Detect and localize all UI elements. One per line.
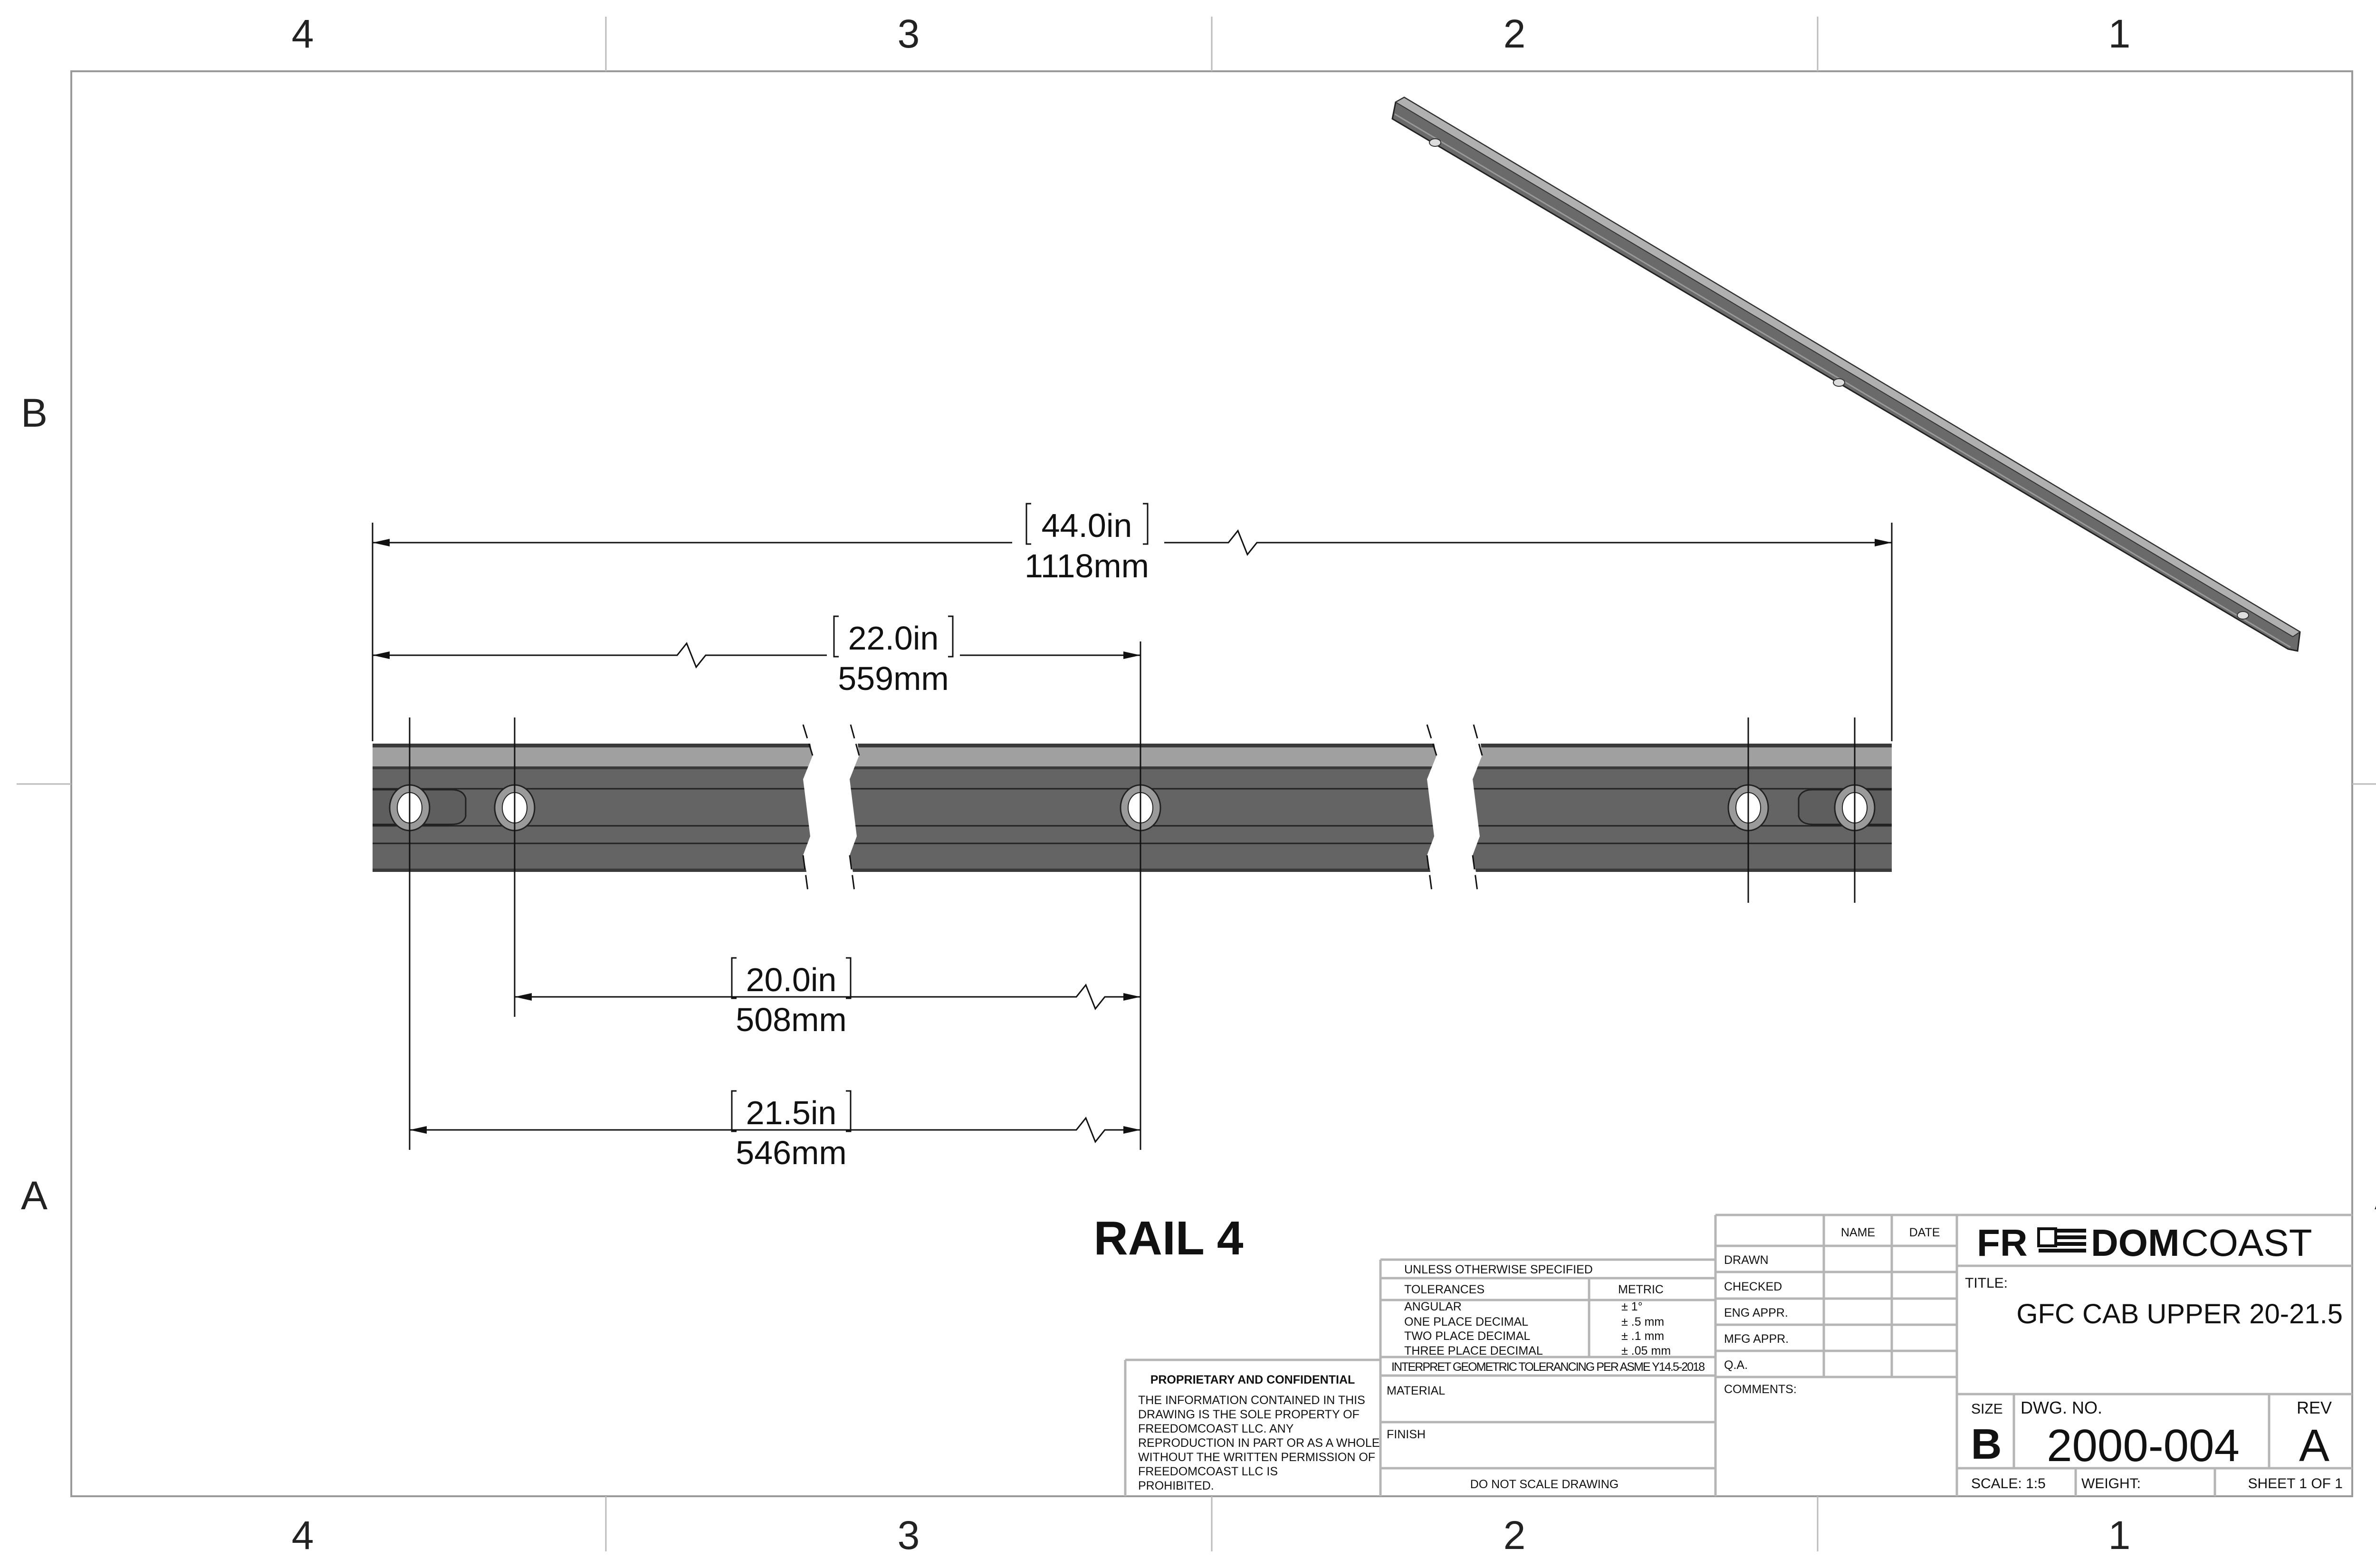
proprietary-text: REPRODUCTION IN PART OR AS A WHOLE bbox=[1138, 1436, 1380, 1450]
dimension-inch: 44.0in bbox=[1042, 507, 1132, 544]
tolerance-heading: UNLESS OTHERWISE SPECIFIED bbox=[1404, 1263, 1593, 1276]
zone-col-label: 4 bbox=[292, 1513, 314, 1558]
dimension-mm: 559mm bbox=[838, 660, 948, 697]
drawing-number: 2000-004 bbox=[2047, 1420, 2240, 1471]
dimension-inch: 20.0in bbox=[746, 961, 837, 998]
view-label: RAIL 4 bbox=[1094, 1212, 1244, 1265]
tolerance-label: ONE PLACE DECIMAL bbox=[1404, 1315, 1528, 1329]
dwg-no-label: DWG. NO. bbox=[2021, 1398, 2102, 1417]
do-not-scale-note: DO NOT SCALE DRAWING bbox=[1470, 1478, 1619, 1491]
zone-col-label: 1 bbox=[2108, 1513, 2131, 1558]
title-label: TITLE: bbox=[1965, 1275, 2008, 1291]
tolerance-value: ± .05 mm bbox=[1621, 1344, 1671, 1358]
zone-row-label: A bbox=[21, 1173, 48, 1218]
finish-label: FINISH bbox=[1387, 1428, 1426, 1441]
dimension-mm: 508mm bbox=[736, 1001, 846, 1038]
zone-col-label: 4 bbox=[292, 11, 314, 56]
logo-text: DOM bbox=[2091, 1222, 2180, 1264]
size-value: B bbox=[1971, 1421, 2002, 1468]
dimension-inch: 22.0in bbox=[848, 620, 939, 657]
tolerance-col-header: TOLERANCES bbox=[1404, 1283, 1485, 1296]
zone-row-label: B bbox=[21, 391, 48, 435]
tolerance-value: ± 1° bbox=[1621, 1300, 1643, 1313]
interpret-note: INTERPRET GEOMETRIC TOLERANCING PER ASME… bbox=[1391, 1360, 1705, 1374]
dimension-22in: 22.0in 559mm bbox=[373, 615, 1140, 697]
proprietary-block: PROPRIETARY AND CONFIDENTIAL THE INFORMA… bbox=[1124, 1358, 1380, 1496]
extension-lines bbox=[372, 523, 1893, 1150]
tolerance-label: TWO PLACE DECIMAL bbox=[1404, 1329, 1530, 1343]
zone-col-label: 3 bbox=[898, 11, 920, 56]
freedomcoast-logo: FR DOM COAST bbox=[1977, 1222, 2312, 1264]
dimension-44in: 44.0in 1118mm bbox=[373, 503, 1892, 584]
drawing-title: GFC CAB UPPER 20-21.5 bbox=[2016, 1299, 2343, 1329]
name-header: NAME bbox=[1841, 1226, 1875, 1239]
date-header: DATE bbox=[1909, 1226, 1940, 1239]
logo-text: COAST bbox=[2181, 1222, 2312, 1264]
dimension-mm: 546mm bbox=[736, 1134, 846, 1171]
approval-row-label: ENG APPR. bbox=[1724, 1306, 1788, 1319]
weight: WEIGHT: bbox=[2081, 1476, 2141, 1492]
dimension-21-5in: 21.5in 546mm bbox=[410, 1090, 1140, 1171]
zone-col-label: 3 bbox=[898, 1513, 920, 1558]
proprietary-text: WITHOUT THE WRITTEN PERMISSION OF bbox=[1138, 1451, 1375, 1464]
proprietary-text: DRAWING IS THE SOLE PROPERTY OF bbox=[1138, 1408, 1360, 1421]
tolerance-label: ANGULAR bbox=[1404, 1300, 1462, 1313]
revision: A bbox=[2299, 1420, 2329, 1471]
proprietary-text: THE INFORMATION CONTAINED IN THIS bbox=[1138, 1394, 1365, 1407]
proprietary-text: PROHIBITED. bbox=[1138, 1479, 1214, 1492]
tolerance-col-header: METRIC bbox=[1618, 1283, 1664, 1296]
break-lines bbox=[802, 724, 1483, 891]
approval-row-label: Q.A. bbox=[1724, 1358, 1748, 1372]
approval-row-label: DRAWN bbox=[1724, 1253, 1769, 1267]
tolerance-label: THREE PLACE DECIMAL bbox=[1404, 1344, 1543, 1358]
tolerance-value: ± .5 mm bbox=[1621, 1315, 1664, 1329]
rev-label: REV bbox=[2297, 1398, 2332, 1417]
dimension-20in: 20.0in 508mm bbox=[515, 957, 1140, 1038]
material-label: MATERIAL bbox=[1387, 1384, 1445, 1397]
zone-col-label: 2 bbox=[1504, 1513, 1526, 1558]
approval-row-label: MFG APPR. bbox=[1724, 1332, 1789, 1346]
dimension-inch: 21.5in bbox=[746, 1094, 837, 1131]
zone-row-label: B bbox=[2375, 391, 2376, 435]
zone-dividers bbox=[17, 17, 2376, 1551]
tolerance-value: ± .1 mm bbox=[1621, 1329, 1664, 1343]
flag-icon bbox=[2037, 1227, 2086, 1252]
title-block: FR DOM COAST TITLE: GFC CAB UPPER 20-21.… bbox=[1957, 1214, 2352, 1496]
proprietary-text: FREEDOMCOAST LLC IS bbox=[1138, 1465, 1278, 1478]
zone-row-label: A bbox=[2375, 1173, 2376, 1218]
size-label: SIZE bbox=[1971, 1401, 2003, 1417]
sheet-number: SHEET 1 OF 1 bbox=[2248, 1476, 2343, 1492]
approval-row-label: CHECKED bbox=[1724, 1280, 1782, 1293]
approvals-block: NAME DATE DRAWN CHECKED ENG APPR. MFG AP… bbox=[1714, 1214, 1958, 1496]
comments-label: COMMENTS: bbox=[1724, 1383, 1797, 1396]
tolerance-block: UNLESS OTHERWISE SPECIFIED TOLERANCES ME… bbox=[1379, 1258, 1715, 1496]
zone-col-label: 2 bbox=[1504, 11, 1526, 56]
proprietary-text: FREEDOMCOAST LLC. ANY bbox=[1138, 1422, 1294, 1435]
dimension-mm: 1118mm bbox=[1025, 547, 1149, 584]
rail-isometric-view bbox=[1391, 96, 2301, 652]
scale: SCALE: 1:5 bbox=[1971, 1476, 2046, 1492]
proprietary-heading: PROPRIETARY AND CONFIDENTIAL bbox=[1150, 1373, 1355, 1386]
zone-col-label: 1 bbox=[2108, 11, 2131, 56]
logo-text: FR bbox=[1977, 1222, 2028, 1264]
